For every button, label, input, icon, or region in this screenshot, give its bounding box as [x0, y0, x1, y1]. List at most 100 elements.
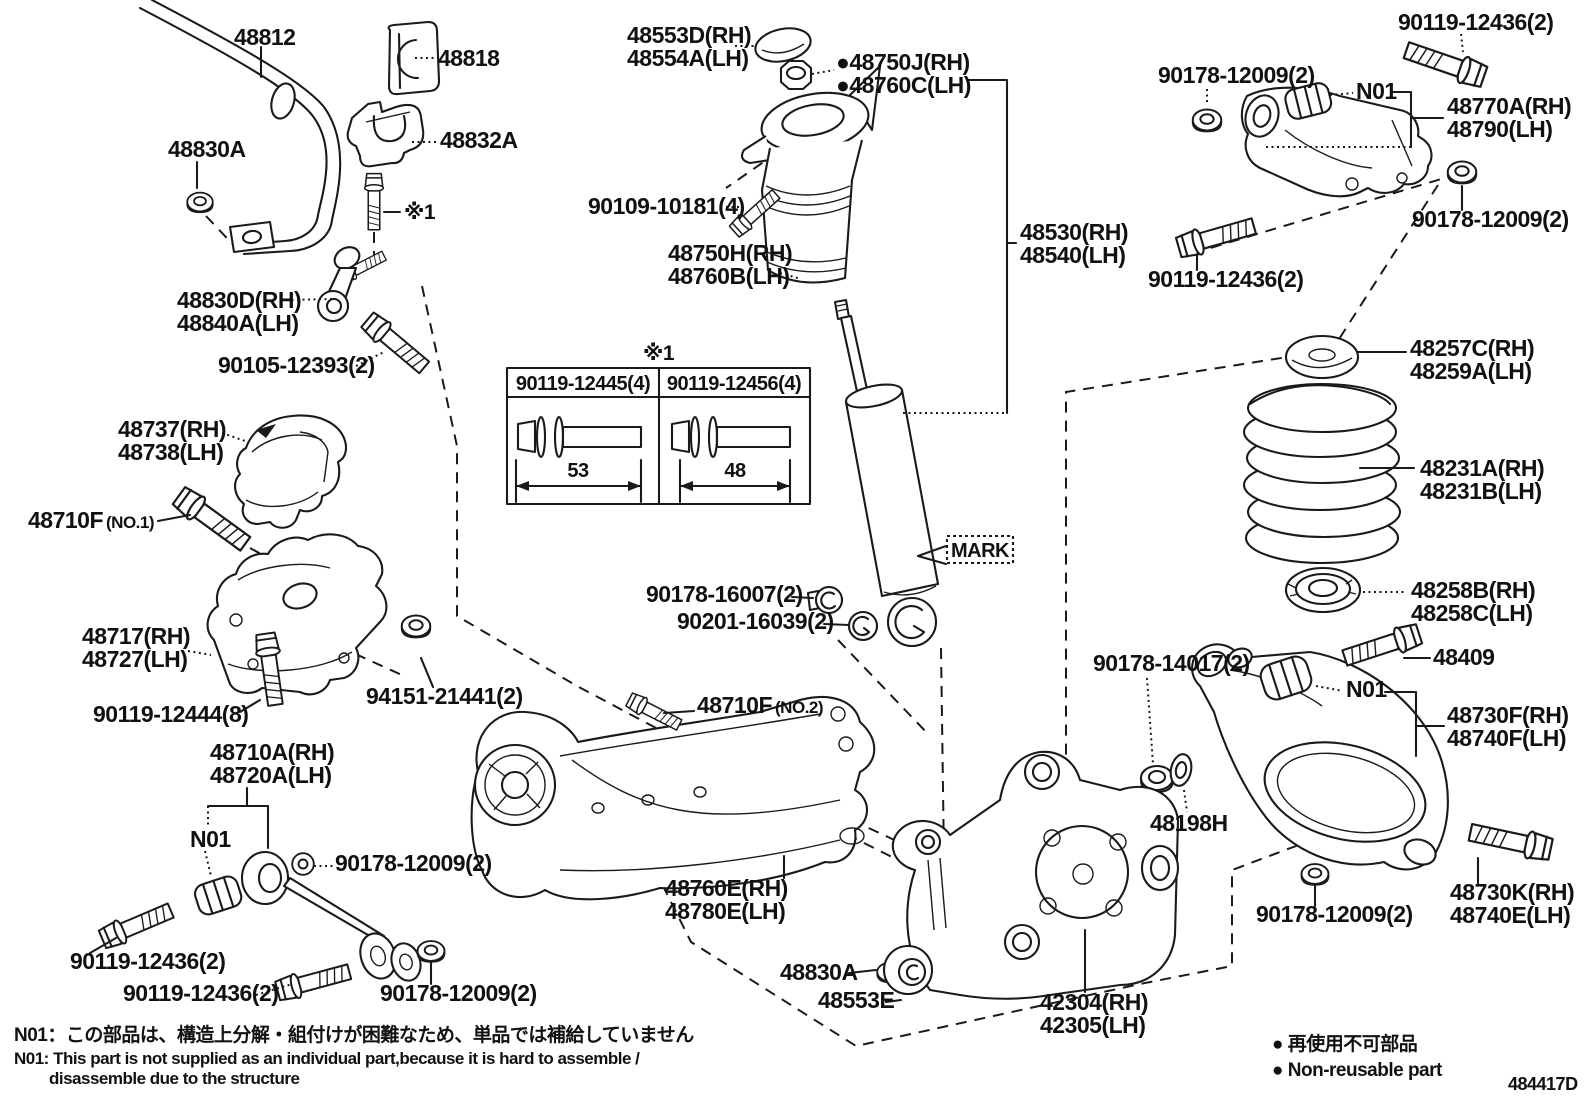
support-cap-48553d — [754, 27, 812, 63]
label-diagram-code: 484417D — [1508, 1074, 1578, 1094]
label-48830d: 48830D(RH) — [177, 287, 301, 313]
label-48710f-no2-suffix: (NO.2) — [775, 698, 823, 717]
label-mark: MARK — [951, 540, 1010, 562]
support-nut — [779, 59, 813, 91]
suspension-support-48750h — [740, 64, 882, 284]
upper-control-arm-48770a — [1240, 86, 1433, 198]
cover-48737 — [234, 414, 348, 529]
label-90178-16007: 90178-16007(2) — [646, 581, 803, 607]
label-table-dim53: 53 — [567, 460, 589, 482]
rod-bushing-n01 — [193, 875, 243, 916]
label-48717: 48717(RH) — [82, 623, 190, 649]
label-90119-12436-rod2: 90119-12436(2) — [123, 980, 278, 1006]
label-ref1-pointer: ※1 — [404, 201, 436, 224]
bracket-48717 — [206, 533, 388, 696]
washer-90201-16039 — [847, 610, 879, 642]
label-48231a: 48231A(RH) — [1420, 455, 1544, 481]
label-48750j: ●48750J(RH) — [836, 49, 970, 75]
label-note-en2: disassemble due to the structure — [49, 1069, 299, 1088]
mark-callout — [916, 534, 1015, 566]
label-90119-12444: 90119-12444(8) — [93, 701, 248, 727]
label-48259a: 48259A(LH) — [1410, 358, 1532, 384]
label-90119-12436-bl: 90119-12436(2) — [1148, 266, 1303, 292]
washer-48198h — [1169, 753, 1193, 787]
label-48727: 48727(LH) — [82, 646, 187, 672]
lower-control-arm-48730f — [1191, 643, 1449, 871]
label-note-en1: N01: This part is not supplied as an ind… — [14, 1049, 640, 1068]
label-48750h: 48750H(RH) — [668, 240, 792, 266]
label-table-dim48: 48 — [724, 460, 746, 482]
label-90178-14017: 90178-14017(2) — [1093, 650, 1250, 676]
upper-arm-bushing-n01 — [1284, 82, 1333, 120]
knuckle-42304 — [891, 750, 1180, 1000]
label-n01-upper-arm: N01 — [1356, 78, 1397, 104]
leader-lines — [88, 33, 1480, 1004]
label-48760e: 48760E(RH) — [665, 875, 788, 901]
label-48710f-no1: 48710F — [28, 507, 103, 533]
label-n01-rod: N01 — [190, 826, 231, 852]
label-90178-12009-rod2: 90178-12009(2) — [380, 980, 537, 1006]
label-legend-jp: ● 再使用不可部品 — [1272, 1032, 1417, 1055]
stabilizer-bracket-48832a — [346, 100, 425, 168]
label-90178-12009-tl: 90178-12009(2) — [1158, 62, 1315, 88]
label-table-col1: 90119-12445(4) — [516, 373, 650, 395]
label-48780e: 48780E(LH) — [665, 898, 785, 924]
trailing-arm-48760e — [470, 695, 876, 901]
label-48830a-top: 48830A — [168, 136, 246, 162]
label-48830a-bottom: 48830A — [780, 959, 858, 985]
label-90178-12009-r: 90178-12009(2) — [1412, 206, 1569, 232]
label-48710f-no1-suffix: (NO.1) — [106, 513, 154, 532]
label-48198h: 48198H — [1150, 810, 1228, 836]
stabilizer-bushing-48818 — [387, 20, 441, 96]
stabilizer-bar — [138, 0, 342, 256]
label-90178-12009-rod: 90178-12009(2) — [335, 850, 492, 876]
label-48790: 48790(LH) — [1447, 116, 1552, 142]
coil-spring-48231a — [1242, 382, 1402, 565]
table-bolt-53-icon — [514, 415, 643, 504]
label-legend-en: ● Non-reusable part — [1272, 1060, 1443, 1081]
bushing-48553e — [882, 944, 934, 996]
label-90119-12436-tr: 90119-12436(2) — [1398, 9, 1553, 35]
label-48812: 48812 — [234, 24, 295, 50]
label-48257c: 48257C(RH) — [1410, 335, 1534, 361]
label-48409: 48409 — [1433, 644, 1494, 670]
label-48760c: ●48760C(LH) — [836, 72, 971, 98]
label-48770a: 48770A(RH) — [1447, 93, 1571, 119]
label-48832a: 48832A — [440, 127, 518, 153]
label-48530: 48530(RH) — [1020, 219, 1128, 245]
label-48553d: 48553D(RH) — [627, 22, 751, 48]
label-48740e: 48740E(LH) — [1450, 902, 1570, 928]
label-48710a: 48710A(RH) — [210, 739, 334, 765]
label-90201-16039: 90201-16039(2) — [677, 608, 834, 634]
label-90105-12393: 90105-12393(2) — [218, 352, 375, 378]
stabilizer-link-48830d — [316, 246, 389, 323]
label-48738: 48738(LH) — [118, 439, 223, 465]
label-48553e: 48553E — [818, 987, 894, 1013]
label-48760b: 48760B(LH) — [668, 263, 790, 289]
label-90119-12436-rod1: 90119-12436(2) — [70, 948, 225, 974]
label-48231b: 48231B(LH) — [1420, 478, 1542, 504]
label-48554a: 48554A(LH) — [627, 45, 749, 71]
lower-arm-bushing-n01 — [1259, 655, 1313, 701]
label-42305: 42305(LH) — [1040, 1012, 1145, 1038]
label-48710f-no2: 48710F — [697, 692, 772, 718]
label-48740f: 48740F(LH) — [1447, 725, 1566, 751]
spring-upper-insulator-48257c — [1284, 334, 1360, 380]
label-48258c: 48258C(LH) — [1411, 600, 1533, 626]
label-42304: 42304(RH) — [1040, 989, 1148, 1015]
label-48737: 48737(RH) — [118, 416, 226, 442]
label-48818: 48818 — [438, 45, 500, 71]
label-48720a: 48720A(LH) — [210, 762, 332, 788]
spring-lower-insulator-48258b — [1284, 566, 1362, 614]
shock-absorber-48530 — [833, 298, 940, 648]
label-90178-12009-br: 90178-12009(2) — [1256, 901, 1413, 927]
label-note-jp: N01：この部品は、構造上分解・組付けが困難なため、単品では補給していません — [14, 1023, 694, 1046]
label-48730k: 48730K(RH) — [1450, 879, 1574, 905]
lateral-rod-48710a — [240, 850, 422, 982]
bolt-length-table — [505, 366, 812, 506]
label-94151-21441: 94151-21441(2) — [366, 683, 523, 709]
label-48540: 48540(LH) — [1020, 242, 1125, 268]
